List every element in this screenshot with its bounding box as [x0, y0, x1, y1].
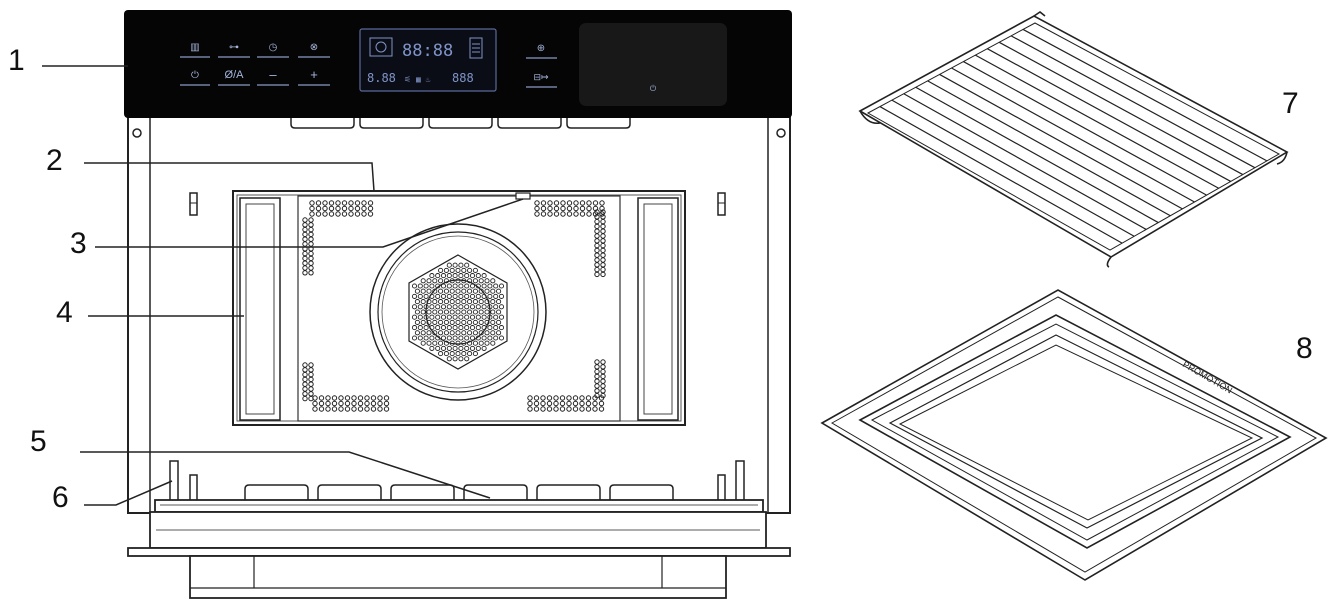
lcd-temperature: 888: [452, 71, 474, 85]
key-child-lock[interactable]: ⊶: [218, 42, 250, 58]
leader-2: [84, 162, 375, 192]
child-lock-icon: ⊶: [229, 42, 239, 53]
callout-4: 4: [56, 296, 73, 329]
key-door-open[interactable]: ⊟↦: [526, 72, 557, 88]
plus-icon: +: [310, 67, 318, 82]
callout-leaders: [42, 65, 524, 506]
leader-5: [80, 451, 491, 499]
power-level-bars-icon: [469, 37, 483, 59]
callout-5: 5: [30, 425, 47, 458]
clock-icon: ◷: [269, 42, 278, 53]
leader-6: [84, 480, 173, 506]
key-clock[interactable]: ◷: [257, 42, 289, 58]
callout-7: 7: [1282, 87, 1299, 120]
hinge-slot-left: [189, 192, 198, 216]
minus-icon: –: [269, 67, 277, 82]
key-weight-auto[interactable]: Ø/A: [218, 69, 250, 86]
callout-6: 6: [52, 481, 69, 514]
baking-tray: PROMOTION: [820, 289, 1328, 581]
convection-fan-cover: [369, 223, 547, 401]
key-menu[interactable]: ▥: [180, 42, 210, 58]
wire-rack: [858, 11, 1289, 268]
lcd-mode-icons: ⚟ ▦ ♨: [404, 75, 431, 84]
power-icon: ⏻: [191, 70, 199, 81]
start-icon: ⊕: [537, 43, 545, 54]
tray-brand-emboss: PROMOTION: [1181, 359, 1234, 395]
side-rack-support-left: [239, 197, 281, 421]
lcd-weight: 8.88: [367, 71, 396, 85]
oven-base-trim: [127, 499, 791, 599]
fan-mode-icon: [369, 37, 393, 57]
control-panel: ▥ ⊶ ◷ ⊗ ⏻ Ø/A: [124, 10, 792, 118]
ventilation-holes: [302, 200, 606, 412]
screw-right: [776, 128, 786, 138]
lcd-time: 88:88: [402, 41, 453, 61]
key-power[interactable]: ⏻: [180, 70, 210, 86]
menu-icon: ▥: [190, 42, 199, 53]
control-window: [579, 23, 727, 106]
callout-8: 8: [1296, 332, 1313, 365]
oven-cavity: [232, 190, 686, 426]
stop-icon: ⊗: [310, 42, 318, 53]
callout-1: 1: [8, 44, 25, 77]
key-plus[interactable]: +: [298, 67, 330, 86]
window-power-symbol: ⏻: [650, 84, 657, 93]
leader-3: [95, 198, 524, 248]
panel-tabs: [290, 118, 631, 129]
key-minus[interactable]: –: [257, 67, 289, 86]
oven-illustration: ▥ ⊶ ◷ ⊗ ⏻ Ø/A: [124, 10, 792, 599]
callout-numbers: 1 2 3 4 5 6 7 8: [8, 44, 1313, 514]
key-stop[interactable]: ⊗: [298, 42, 330, 58]
screw-left: [132, 128, 142, 138]
door-seal-tabs: [244, 484, 674, 500]
side-rack-support-right: [637, 197, 679, 421]
oven-lamp: [515, 192, 531, 200]
callout-3: 3: [70, 227, 87, 260]
lcd-display: 88:88 8.88 ⚟ ▦ ♨ 888: [359, 28, 497, 92]
door-open-icon: ⊟↦: [533, 72, 549, 82]
hinge-slot-right: [717, 192, 726, 216]
key-start[interactable]: ⊕: [526, 43, 557, 59]
weight-auto-label: Ø/A: [225, 69, 245, 81]
callout-2: 2: [46, 144, 63, 177]
